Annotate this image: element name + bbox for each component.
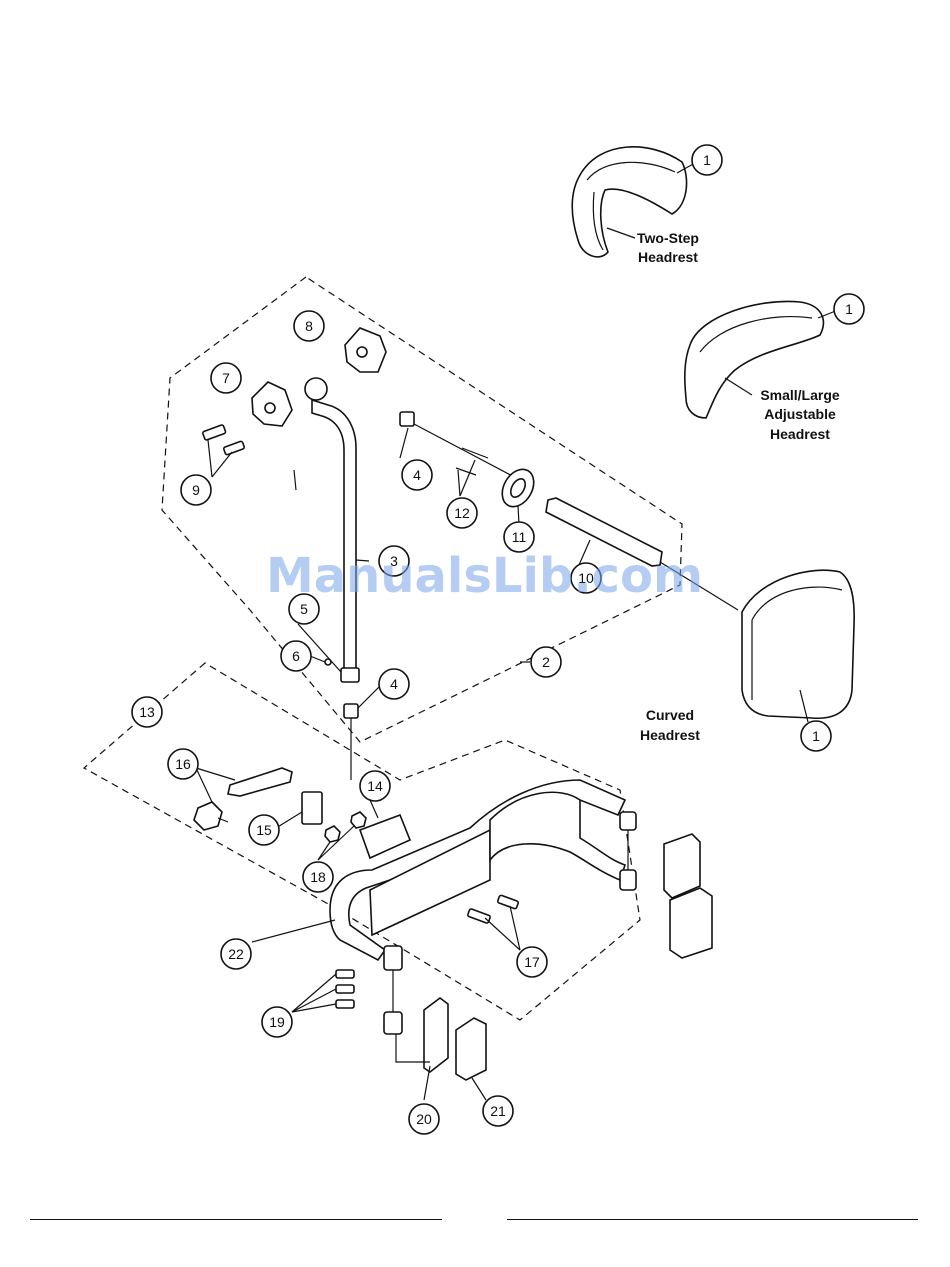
caption-curved-line1: Curved (646, 707, 694, 723)
callout-1-two-step: 1 (692, 145, 722, 175)
svg-text:4: 4 (390, 676, 398, 692)
svg-text:6: 6 (292, 648, 300, 664)
svg-text:Two-Step: Two-Step (637, 230, 699, 246)
part-22-frame (330, 780, 636, 1034)
svg-text:Headrest: Headrest (770, 426, 830, 442)
part-12-pins (456, 448, 488, 475)
callout-6: 6 (281, 641, 311, 671)
svg-text:Curved: Curved (646, 707, 694, 723)
svg-text:1: 1 (845, 301, 853, 317)
svg-text:14: 14 (367, 778, 383, 794)
svg-text:2: 2 (542, 654, 550, 670)
caption-small-large-line3: Headrest (770, 426, 830, 442)
part-5-block (341, 668, 359, 682)
callout-16: 16 (168, 749, 198, 779)
svg-text:18: 18 (310, 869, 326, 885)
callout-7: 7 (211, 363, 241, 393)
svg-text:19: 19 (269, 1014, 285, 1030)
callout-14: 14 (360, 771, 390, 801)
caption-two-step-line2: Headrest (638, 249, 698, 265)
callout-22: 22 (221, 939, 251, 969)
svg-text:17: 17 (524, 954, 540, 970)
svg-text:7: 7 (222, 370, 230, 386)
svg-text:20: 20 (416, 1111, 432, 1127)
callout-17: 17 (517, 947, 547, 977)
svg-text:15: 15 (256, 822, 272, 838)
part-4-plug-top (400, 412, 414, 426)
part-18-nuts (325, 812, 366, 842)
svg-text:Headrest: Headrest (640, 727, 700, 743)
watermark: ManualsLib.com (266, 548, 703, 604)
callout-8: 8 (294, 311, 324, 341)
callout-12: 12 (447, 498, 477, 528)
part-4-plug-bottom (344, 704, 358, 718)
callout-18: 18 (303, 862, 333, 892)
callout-20: 20 (409, 1104, 439, 1134)
assembly-2-boundary (162, 277, 682, 742)
part-15-clip (302, 792, 322, 824)
part-16-lever (194, 768, 292, 830)
part-20-bracket (424, 998, 448, 1072)
callout-1-curved: 1 (801, 721, 831, 751)
footer-rule-right (507, 1219, 918, 1220)
svg-text:11: 11 (512, 529, 527, 545)
svg-text:Headrest: Headrest (638, 249, 698, 265)
callout-21: 21 (483, 1096, 513, 1126)
svg-text:16: 16 (175, 756, 191, 772)
svg-text:1: 1 (812, 728, 820, 744)
caption-curved-line2: Headrest (640, 727, 700, 743)
svg-text:Small/Large: Small/Large (760, 387, 840, 403)
callout-15: 15 (249, 815, 279, 845)
caption-small-large-line2: Adjustable (764, 406, 836, 422)
part-14-plate (360, 815, 410, 858)
svg-text:22: 22 (228, 946, 244, 962)
svg-text:12: 12 (454, 505, 470, 521)
svg-text:4: 4 (413, 467, 421, 483)
callout-9: 9 (181, 475, 211, 505)
svg-text:21: 21 (490, 1103, 506, 1119)
part-19-screws (336, 970, 354, 1008)
callout-19: 19 (262, 1007, 292, 1037)
side-bracket-upper (664, 834, 700, 898)
svg-text:9: 9 (192, 482, 200, 498)
svg-text:8: 8 (305, 318, 313, 334)
svg-text:Adjustable: Adjustable (764, 406, 836, 422)
callout-13: 13 (132, 697, 162, 727)
part-3-post (305, 378, 356, 672)
callout-4-top: 4 (402, 460, 432, 490)
svg-text:13: 13 (139, 704, 155, 720)
callout-1-small-large: 1 (834, 294, 864, 324)
callout-4-bottom: 4 (379, 669, 409, 699)
side-bracket-lower (670, 888, 712, 958)
footer-rule-left (30, 1219, 442, 1220)
caption-small-large-line1: Small/Large (760, 387, 840, 403)
curved-headrest (742, 570, 854, 718)
caption-two-step-line1: Two-Step (637, 230, 699, 246)
callout-2: 2 (531, 647, 561, 677)
svg-text:1: 1 (703, 152, 711, 168)
part-21-bracket (456, 1018, 486, 1080)
